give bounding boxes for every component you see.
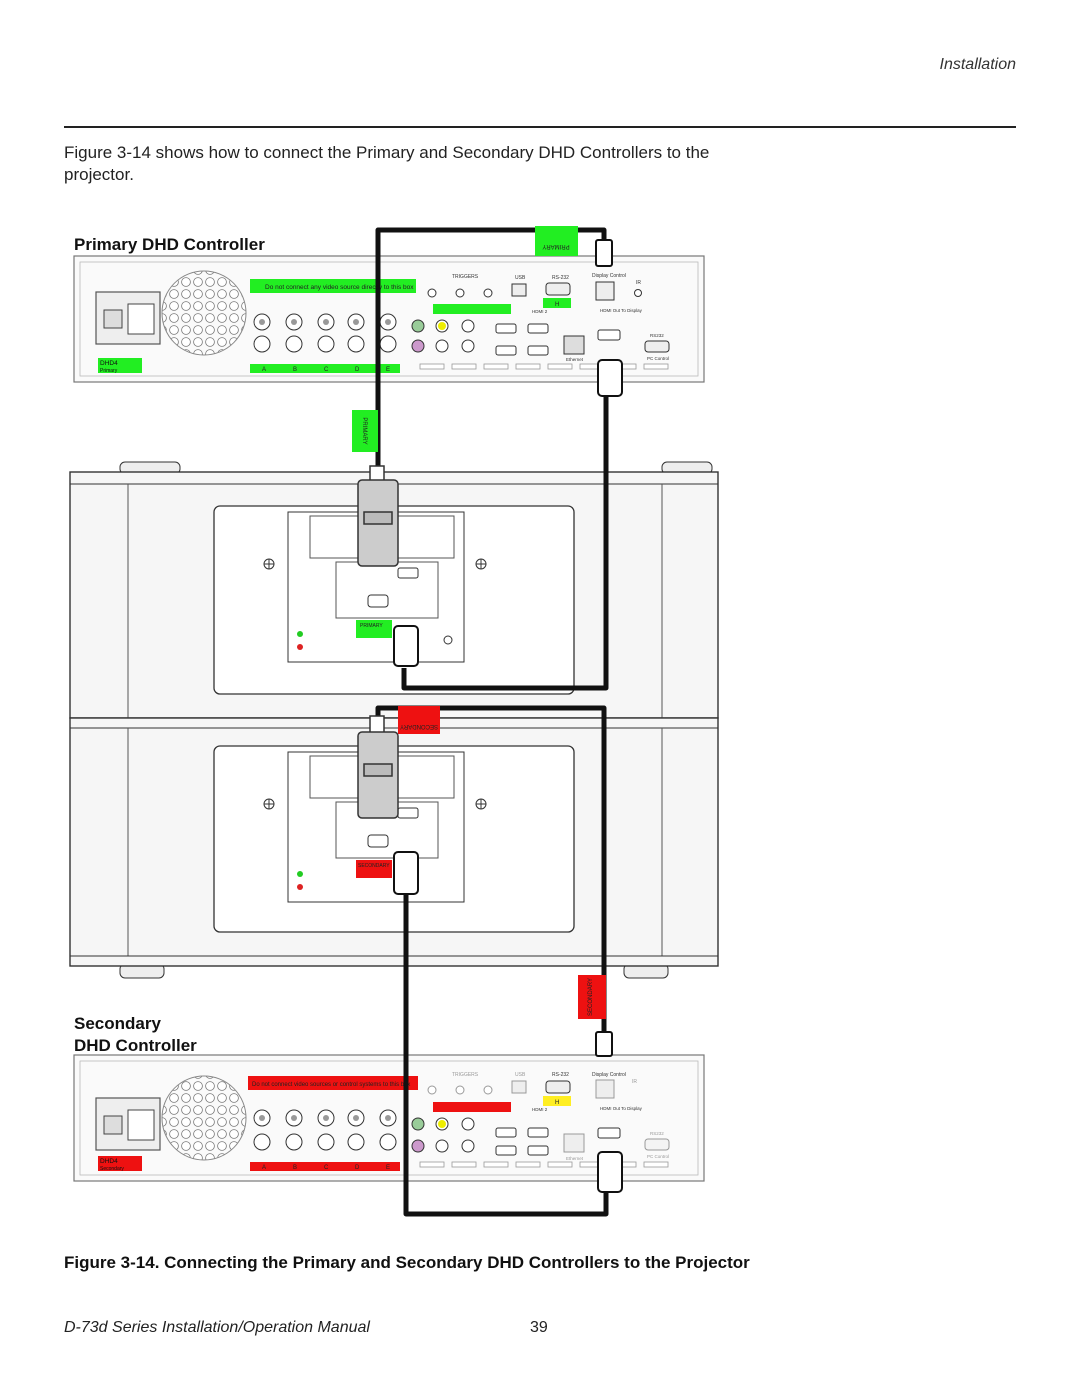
secondary-ethernet-label: Ethernet (566, 1156, 584, 1161)
secondary-bnc-b: B (293, 1165, 297, 1171)
secondary-cable (375, 705, 609, 1217)
secondary-warning-banner (248, 1076, 418, 1090)
secondary-cable-tag-top-text: SECONDARY (400, 723, 438, 729)
primary-rs232b-label: RS232 (650, 333, 664, 338)
upper-projector-tag (356, 620, 392, 638)
lower-projector-tag (356, 860, 392, 878)
secondary-h-tag (543, 1096, 571, 1106)
primary-bnc-d: D (355, 367, 360, 373)
primary-hdmi-out-label: HDMI Out To Display (600, 308, 643, 313)
primary-heading: Primary DHD Controller (74, 235, 265, 254)
primary-bnc-a: A (262, 367, 266, 373)
secondary-bnc-label-bar (250, 1162, 400, 1171)
primary-cable-tag-side (352, 410, 378, 452)
primary-ethernet-label: Ethernet (566, 357, 584, 362)
secondary-cable-tag-side (578, 975, 606, 1019)
primary-trigger-label: TRIGGERS (452, 274, 479, 280)
primary-cable-tag-top-text: PRIMARY (542, 243, 569, 249)
secondary-dhd-role: Secondary (100, 1166, 124, 1172)
primary-controller-unit: Do not connect any video source directly… (73, 255, 705, 383)
secondary-input-tag (433, 1102, 511, 1112)
secondary-warning-text: Do not connect video sources or control … (252, 1082, 410, 1088)
secondary-bnc-d: D (355, 1165, 360, 1171)
footer-manual-title: D-73d Series Installation/Operation Manu… (64, 1319, 370, 1336)
primary-dhd-role: Primary (100, 368, 118, 374)
secondary-cable-tag-side-text: SECONDARY (588, 978, 594, 1016)
secondary-trigger-label: TRIGGERS (452, 1072, 479, 1078)
secondary-bnc-e: E (386, 1165, 390, 1171)
footer-page-number: 39 (530, 1319, 548, 1336)
primary-h-tag (543, 298, 571, 308)
secondary-display-ctrl-label: Display Control (592, 1072, 626, 1078)
primary-h-label: H (555, 302, 559, 308)
primary-display-ctrl-label: Display Control (592, 273, 626, 279)
hdmi-plug-icon (393, 239, 623, 1193)
secondary-h-label: H (555, 1100, 559, 1106)
primary-pc-control-label: PC Control (647, 356, 669, 361)
secondary-pc-control-label: PC Control (647, 1154, 669, 1159)
primary-bnc-label-bar (250, 364, 400, 373)
secondary-dhd-badge (98, 1156, 142, 1171)
secondary-fan-grille (161, 1075, 247, 1161)
secondary-bnc-c: C (324, 1165, 329, 1171)
upper-projector-tag-text: PRIMARY (360, 623, 383, 629)
lower-projector-tag-text: SECONDARY (358, 863, 390, 869)
secondary-bnc-connectors (253, 1109, 397, 1151)
primary-hdmi2-label: HDMI 2 (532, 309, 548, 314)
primary-dhd-model: DHD4 (100, 360, 118, 367)
primary-bnc-c: C (324, 367, 329, 373)
primary-rs232-label: RS-232 (552, 275, 569, 281)
secondary-usb-label: USB (515, 1072, 526, 1078)
secondary-hdmi-out-label: HDMI Out To Display (600, 1106, 643, 1111)
secondary-heading-line1: Secondary (74, 1014, 161, 1033)
secondary-rs232b-label: RS232 (650, 1131, 664, 1136)
header-rule (64, 126, 1016, 128)
intro-paragraph: Figure 3-14 shows how to connect the Pri… (64, 143, 710, 184)
secondary-dhd-model: DHD4 (100, 1158, 118, 1165)
primary-bnc-connectors (253, 313, 397, 353)
primary-dhd-badge (98, 358, 142, 373)
primary-cable-tag-top (535, 226, 578, 256)
figure-caption: Figure 3-14. Connecting the Primary and … (64, 1253, 750, 1272)
primary-cable-tag-side-text: PRIMARY (361, 417, 367, 444)
primary-usb-label: USB (515, 275, 526, 281)
primary-fan-grille (161, 270, 247, 356)
primary-cable (375, 227, 609, 691)
primary-input-tag (433, 304, 511, 314)
primary-warning-text: Do not connect any video source directly… (265, 284, 414, 291)
serial-plug-icon (357, 465, 399, 819)
primary-ir-label: IR (636, 280, 641, 286)
secondary-cable-tag-top (398, 706, 440, 734)
secondary-ir-label: IR (632, 1079, 637, 1085)
secondary-hdmi2-label: HDMI 2 (532, 1107, 548, 1112)
secondary-rs232-label: RS-232 (552, 1072, 569, 1078)
secondary-heading-line2: DHD Controller (74, 1036, 197, 1055)
primary-bnc-b: B (293, 367, 297, 373)
section-label: Installation (939, 56, 1017, 73)
primary-warning-banner (250, 279, 416, 293)
primary-bnc-e: E (386, 367, 390, 373)
secondary-bnc-a: A (262, 1165, 266, 1171)
